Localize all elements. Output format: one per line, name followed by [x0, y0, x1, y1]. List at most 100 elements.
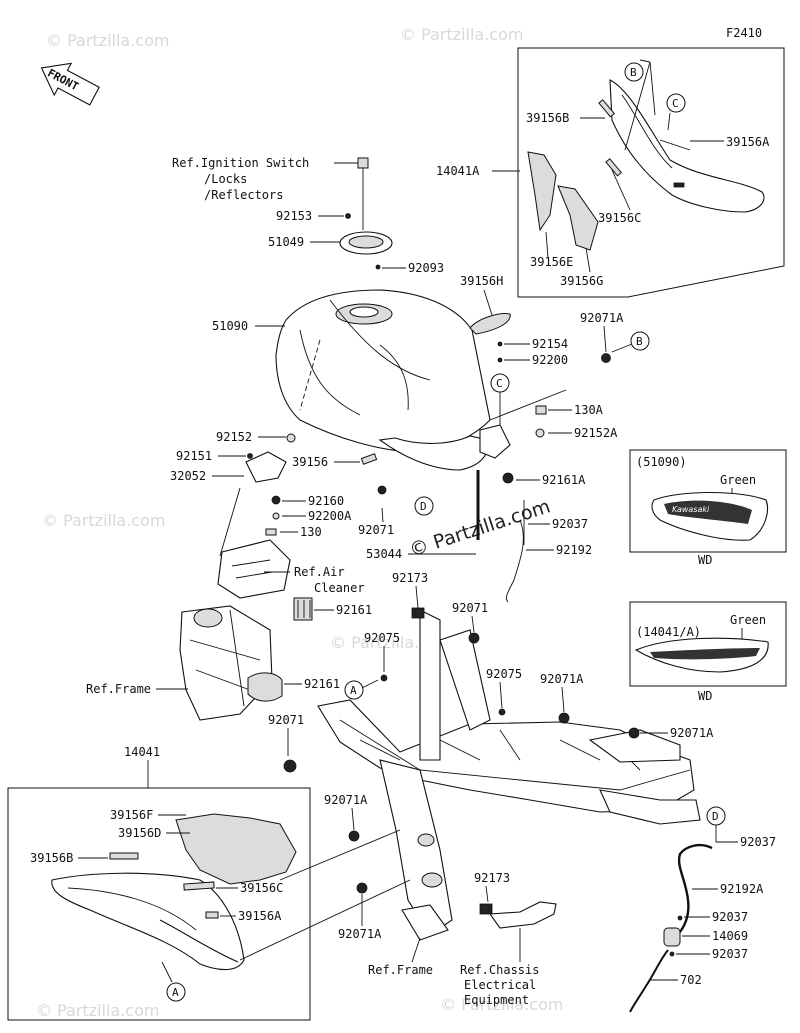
label-92192: 92192 [556, 543, 592, 557]
bracket-32052 [245, 451, 287, 483]
inset-cover-box [629, 601, 787, 687]
label-14069: 14069 [712, 929, 748, 943]
label-92075-1: 92075 [364, 631, 400, 645]
label-92093: 92093 [408, 261, 444, 275]
filter-14069 [663, 927, 681, 947]
label-92071a-4: 92071A [324, 793, 368, 807]
rubber-92161-2 [247, 672, 283, 702]
ref-air-cleaner-2: Cleaner [314, 581, 365, 595]
label-39156d: 39156D [118, 826, 161, 840]
label-39156b-bot: 39156B [30, 851, 73, 865]
label-39156h: 39156H [460, 274, 503, 288]
emblem-39156b-bot [109, 852, 139, 860]
label-92071a-3: 92071A [670, 726, 714, 740]
frame-head [179, 605, 273, 721]
ref-chassis-1: Ref.Chassis [460, 963, 539, 977]
inset-tank-emblem: Kawasaki [672, 505, 710, 514]
main-frame [317, 609, 701, 941]
inset-tank-box [629, 449, 787, 553]
chassis-bracket [488, 901, 557, 929]
callout-d: D [420, 500, 427, 513]
label-702: 702 [680, 973, 702, 987]
inset-cover-color: Green [730, 613, 766, 627]
decal-39156e [527, 151, 557, 232]
label-39156f: 39156F [110, 808, 153, 822]
ref-frame-bottom: Ref.Frame [368, 963, 433, 977]
label-92071-2: 92071 [452, 601, 488, 615]
label-92192a: 92192A [720, 882, 764, 896]
label-92161-2: 92161 [304, 677, 340, 691]
label-92173-2: 92173 [474, 871, 510, 885]
label-92200a: 92200A [308, 509, 352, 523]
watermarks: © Partzilla.com © Partzilla.com © Partzi… [36, 25, 563, 1020]
callout-c-2: C [496, 377, 503, 390]
front-arrow-icon: FRONT [40, 62, 100, 106]
watermark-text: © Partzilla.com [440, 995, 563, 1014]
hose-92192a [677, 843, 713, 935]
label-51090: 51090 [212, 319, 248, 333]
label-92161a: 92161A [542, 473, 586, 487]
label-92037-3: 92037 [712, 910, 748, 924]
rubber-92161-1 [293, 597, 313, 621]
label-53044: 53044 [366, 547, 402, 561]
label-92152: 92152 [216, 430, 252, 444]
figure-code: F2410 [726, 26, 762, 40]
label-92071a-2: 92071A [540, 672, 584, 686]
watermark-text: © Partzilla.com [36, 1001, 159, 1020]
watermark-text: © Partzilla.com [400, 25, 523, 44]
inset-cover-code: (14041/A) [636, 625, 701, 639]
decal-39156f [175, 813, 297, 885]
label-39156e: 39156E [530, 255, 573, 269]
side-cover-box-bottom [7, 787, 311, 1021]
label-39156: 39156 [292, 455, 328, 469]
label-39156b: 39156B [526, 111, 569, 125]
label-92037-2: 92037 [740, 835, 776, 849]
label-92037-1: 92037 [552, 517, 588, 531]
decal-39156g [557, 185, 599, 251]
label-39156g: 39156G [560, 274, 603, 288]
label-92071a-5: 92071A [338, 927, 382, 941]
emblem-39156h [469, 313, 511, 335]
callout-b-2: B [636, 335, 643, 348]
label-39156c-bot: 39156C [240, 881, 283, 895]
label-92071-3: 92071 [268, 713, 304, 727]
label-130a: 130A [574, 403, 604, 417]
emblem-39156c-bot [183, 881, 215, 891]
inset-tank-code: (51090) [636, 455, 687, 469]
emblem-39156b-top [598, 99, 616, 118]
callout-b: B [630, 66, 637, 79]
label-39156c: 39156C [598, 211, 641, 225]
ref-chassis-2: Electrical [464, 978, 536, 992]
label-92037-4: 92037 [712, 947, 748, 961]
label-39156a: 39156A [726, 135, 770, 149]
label-92160: 92160 [308, 494, 344, 508]
label-39156a-bot: 39156A [238, 909, 282, 923]
label-92071-1: 92071 [358, 523, 394, 537]
label-92151: 92151 [176, 449, 212, 463]
hose-702 [629, 949, 669, 1013]
callout-d-2: D [712, 810, 719, 823]
label-32052: 32052 [170, 469, 206, 483]
callout-c: C [672, 97, 679, 110]
label-92153: 92153 [276, 209, 312, 223]
inset-tank-color: Green [720, 473, 756, 487]
label-92071a-1: 92071A [580, 311, 624, 325]
label-92075-2: 92075 [486, 667, 522, 681]
emblem-39156a-bot [205, 911, 219, 919]
ref-ignition-2: /Locks [204, 172, 247, 186]
watermark-text: © Partzilla.com [42, 511, 165, 530]
emblem-39156c-top [605, 158, 623, 177]
side-cover-14041a [609, 79, 765, 213]
label-92173-1: 92173 [392, 571, 428, 585]
ref-chassis-3: Equipment [464, 993, 529, 1007]
callout-a-2: A [172, 986, 179, 999]
label-92152a: 92152A [574, 426, 618, 440]
air-cleaner-bracket [217, 539, 291, 599]
label-92161-1: 92161 [336, 603, 372, 617]
inset-cover-finish: WD [698, 689, 712, 703]
inset-tank-finish: WD [698, 553, 712, 567]
label-130: 130 [300, 525, 322, 539]
hose-92192 [505, 519, 524, 603]
